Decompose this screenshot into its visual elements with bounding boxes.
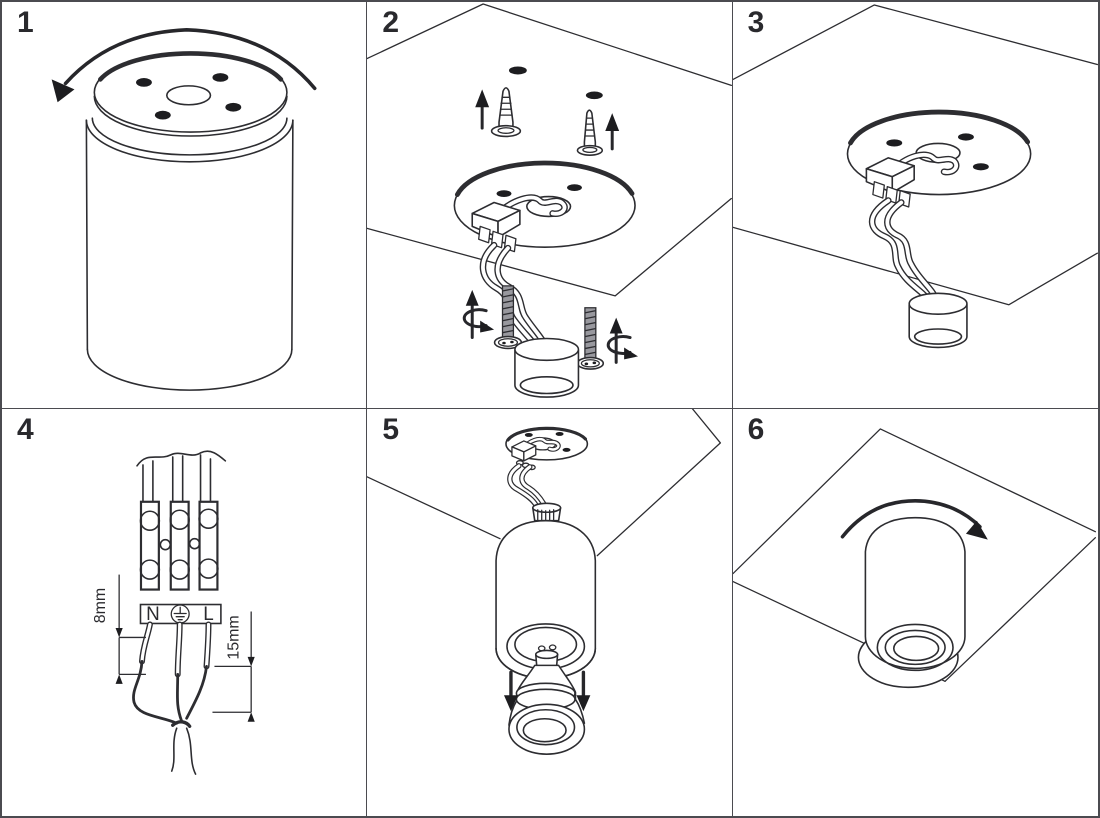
screw-icon (494, 285, 523, 350)
step-number-4: 4 (17, 413, 34, 446)
ceiling-plane (367, 3, 732, 297)
rotate-clockwise-arrow-icon (840, 498, 988, 540)
wall-plug-icon (576, 109, 604, 156)
ceiling-plane (732, 4, 1098, 306)
rotate-counterclockwise-arrow-icon (51, 28, 317, 103)
terminal-block (865, 157, 915, 208)
cable-gland (532, 502, 562, 522)
panel-2: 2 (367, 2, 733, 409)
up-arrow-icon (475, 89, 490, 130)
fixing-ring (514, 337, 580, 398)
ceiling-plane (367, 409, 722, 557)
illustration-step-5 (367, 409, 722, 755)
mains-wires (480, 241, 551, 353)
wire-loop (519, 436, 562, 453)
panel-4: 4 N (2, 409, 368, 816)
fixing-ring (908, 292, 968, 349)
down-arrow-icon (504, 670, 519, 712)
screw-turn-arrow-icon (607, 317, 639, 364)
neutral-label: N (146, 604, 160, 625)
terminal-block (139, 500, 219, 591)
illustration-step-2 (367, 3, 732, 398)
down-arrow-icon (576, 670, 591, 712)
panel-6: 6 (732, 409, 1098, 816)
terminal-labels: N L (139, 603, 222, 625)
illustration-step-3 (732, 4, 1098, 349)
step-number-5: 5 (382, 413, 400, 446)
lamp-cover-top (93, 51, 288, 137)
illustration-step-6 (732, 428, 1096, 689)
terminal-block (471, 201, 522, 253)
ceiling-hole (586, 91, 604, 100)
mains-wires (868, 197, 940, 305)
lamp-body (495, 519, 597, 680)
wall-plug-icon (491, 87, 522, 138)
lamp-body (864, 516, 966, 672)
fixture-cable (136, 450, 227, 503)
strip-length-15mm-label: 15mm (225, 615, 242, 659)
dimension-15mm: 15mm (212, 611, 255, 722)
screw-turn-arrow-icon (463, 289, 495, 340)
step-number-2: 2 (382, 6, 400, 39)
stripped-wires (132, 621, 212, 775)
panel-3: 3 (732, 2, 1098, 409)
illustration-step-1 (51, 28, 317, 391)
earth-icon (170, 604, 190, 624)
wire-loop (495, 194, 569, 218)
screw-icon (576, 307, 605, 370)
lamp-body (85, 117, 294, 391)
ceiling-hole (509, 66, 528, 75)
gu10-bulb (508, 644, 586, 755)
strip-length-8mm-label: 8mm (92, 588, 109, 623)
wire-loop (888, 151, 960, 176)
mains-wires (507, 463, 547, 508)
illustration-step-4: N L (92, 450, 255, 775)
live-label: L (203, 604, 213, 625)
step-number-6: 6 (747, 413, 765, 446)
panel-5: 5 (367, 409, 733, 816)
up-arrow-icon (605, 113, 620, 151)
panel-1: 1 (2, 2, 368, 409)
step-number-1: 1 (17, 6, 34, 39)
dimension-8mm: 8mm (92, 574, 146, 684)
step-number-3: 3 (747, 6, 765, 39)
